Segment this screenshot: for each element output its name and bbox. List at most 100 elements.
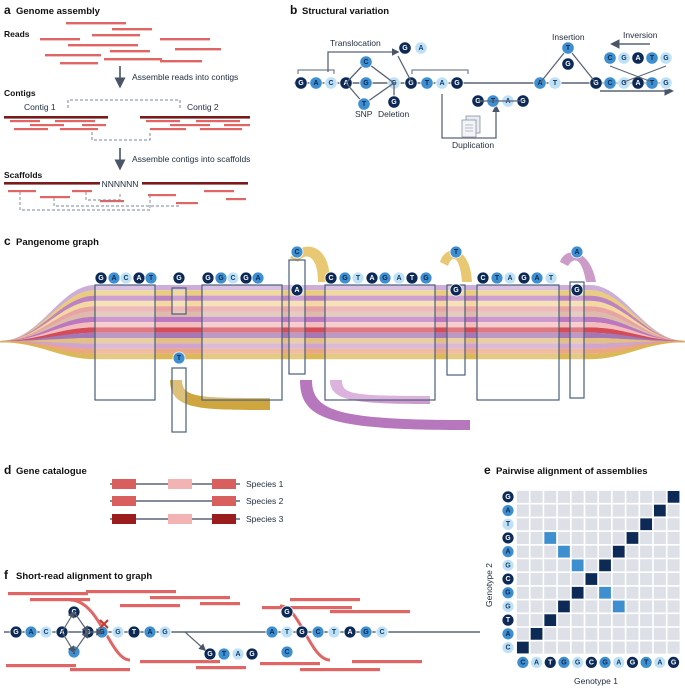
- nucleotide-letter: T: [650, 55, 655, 62]
- nucleotide-letter: T: [332, 629, 337, 636]
- pangenome-path-band: [0, 327, 685, 343]
- nucleotide-letter: T: [495, 275, 500, 282]
- nucleotide-circle: [501, 490, 515, 504]
- contig-1-bar: [4, 116, 108, 119]
- contig-read: [10, 120, 40, 123]
- panel-e-title: Pairwise alignment of assemblies: [496, 466, 648, 477]
- read-segment: [60, 62, 98, 65]
- nucleotide-node: T: [172, 351, 186, 365]
- nucleotide-letter: T: [644, 659, 649, 666]
- nucleotide-circle: [245, 647, 259, 661]
- nucleotide-circle: [231, 647, 245, 661]
- dotplot-match: [640, 518, 652, 531]
- nucleotide-node: T: [501, 613, 515, 627]
- nucleotide-circle: [449, 245, 463, 259]
- nucleotide-letter: T: [177, 355, 182, 362]
- nucleotide-node: A: [24, 625, 38, 639]
- nucleotide-circle: [530, 656, 543, 669]
- nucleotide-letter: T: [356, 275, 361, 282]
- nucleotide-letter: C: [505, 644, 510, 651]
- nucleotide-letter: A: [505, 549, 510, 556]
- step1-label: Assemble reads into contigs: [132, 72, 238, 82]
- nucleotide-circle: [639, 656, 653, 669]
- nucleotide-circle: [543, 656, 557, 669]
- nucleotide-node: G: [404, 76, 418, 90]
- nucleotide-letter: G: [630, 659, 636, 666]
- nucleotide-letter: C: [505, 576, 510, 583]
- nucleotide-circle: [503, 271, 517, 285]
- nucleotide-circle: [158, 625, 172, 639]
- nucleotide-letter: G: [602, 659, 608, 666]
- nucleotide-node: G: [111, 625, 125, 639]
- dotplot-match: [544, 614, 557, 626]
- nucleotide-circle: [392, 271, 406, 285]
- nucleotide-node: A: [392, 271, 406, 285]
- nucleotide-node: C: [501, 641, 515, 654]
- nucleotide-circle: [309, 76, 323, 90]
- nucleotide-node: G: [449, 283, 463, 297]
- read-segment: [110, 50, 150, 53]
- dotplot-match: [612, 545, 625, 558]
- nucleotide-letter: C: [123, 275, 128, 282]
- nucleotide-node: A: [309, 76, 323, 90]
- gene-block: [168, 514, 192, 524]
- graph-block: [324, 284, 436, 401]
- nucleotide-node: C: [516, 656, 530, 669]
- nucleotide-letter: C: [43, 629, 48, 636]
- nucleotide-letter: G: [243, 275, 249, 282]
- nucleotide-node: A: [501, 504, 515, 517]
- scaffolds-group: [4, 182, 248, 211]
- mismatch-x-icon: [99, 619, 109, 629]
- nucleotide-node: G: [570, 283, 584, 297]
- nucleotide-circle: [375, 625, 389, 639]
- nucleotide-circle: [501, 641, 515, 654]
- nucleotide-letter: G: [574, 287, 580, 294]
- nucleotide-node: G: [359, 76, 373, 90]
- nucleotide-node: T: [280, 625, 294, 639]
- nucleotide-circle: [265, 625, 279, 639]
- scaffold-read: [204, 190, 234, 193]
- nucleotide-letter: A: [439, 80, 444, 87]
- nucleotide-letter: C: [294, 249, 299, 256]
- nucleotide-circle: [598, 656, 612, 669]
- translocation-arrow: [327, 48, 400, 72]
- nucleotide-letter: A: [635, 55, 640, 62]
- nucleotide-letter: G: [505, 494, 511, 501]
- nucleotide-node: G: [517, 271, 531, 285]
- nucleotide-circle: [490, 271, 504, 285]
- reads-label: Reads: [4, 29, 30, 39]
- nucleotide-letter: A: [534, 275, 539, 282]
- nucleotide-letter: C: [230, 275, 235, 282]
- nucleotide-node: A: [501, 545, 515, 559]
- nucleotide-letter: A: [28, 629, 33, 636]
- nucleotide-node: G: [158, 625, 172, 639]
- nucleotide-node: A: [143, 625, 157, 639]
- nucleotide-letter: T: [548, 659, 553, 666]
- inversion-label: Inversion: [623, 30, 658, 40]
- bypass-loop-pink: [330, 380, 430, 404]
- nucleotide-node: G: [94, 271, 108, 285]
- nucleotide-circle: [351, 271, 365, 285]
- pangenome-path-band: [0, 341, 685, 360]
- contig-link-dashed: [67, 99, 181, 141]
- nucleotide-letter: G: [671, 659, 677, 666]
- nucleotide-circle: [501, 600, 515, 613]
- nucleotide-circle: [338, 271, 352, 285]
- nucleotide-node: G: [419, 271, 433, 285]
- nucleotide-node: T: [327, 625, 341, 639]
- pangenome-path-band: [0, 341, 685, 349]
- nucleotide-node: A: [631, 51, 645, 65]
- nucleotide-letter: G: [363, 629, 369, 636]
- nucleotide-letter: A: [505, 507, 510, 514]
- nucleotide-node: C: [324, 76, 338, 90]
- nucleotide-letter: C: [480, 275, 485, 282]
- gene-catalogue: [110, 479, 240, 524]
- nucleotide-letter: G: [663, 80, 669, 87]
- gene-block: [112, 479, 136, 489]
- nucleotide-circle: [548, 76, 562, 90]
- duplication-arrow: [441, 94, 500, 139]
- nucleotide-letter: G: [505, 603, 511, 610]
- nucleotide-node: T: [645, 76, 659, 90]
- pangenome-path-band: [0, 316, 685, 343]
- contig-read: [196, 120, 240, 123]
